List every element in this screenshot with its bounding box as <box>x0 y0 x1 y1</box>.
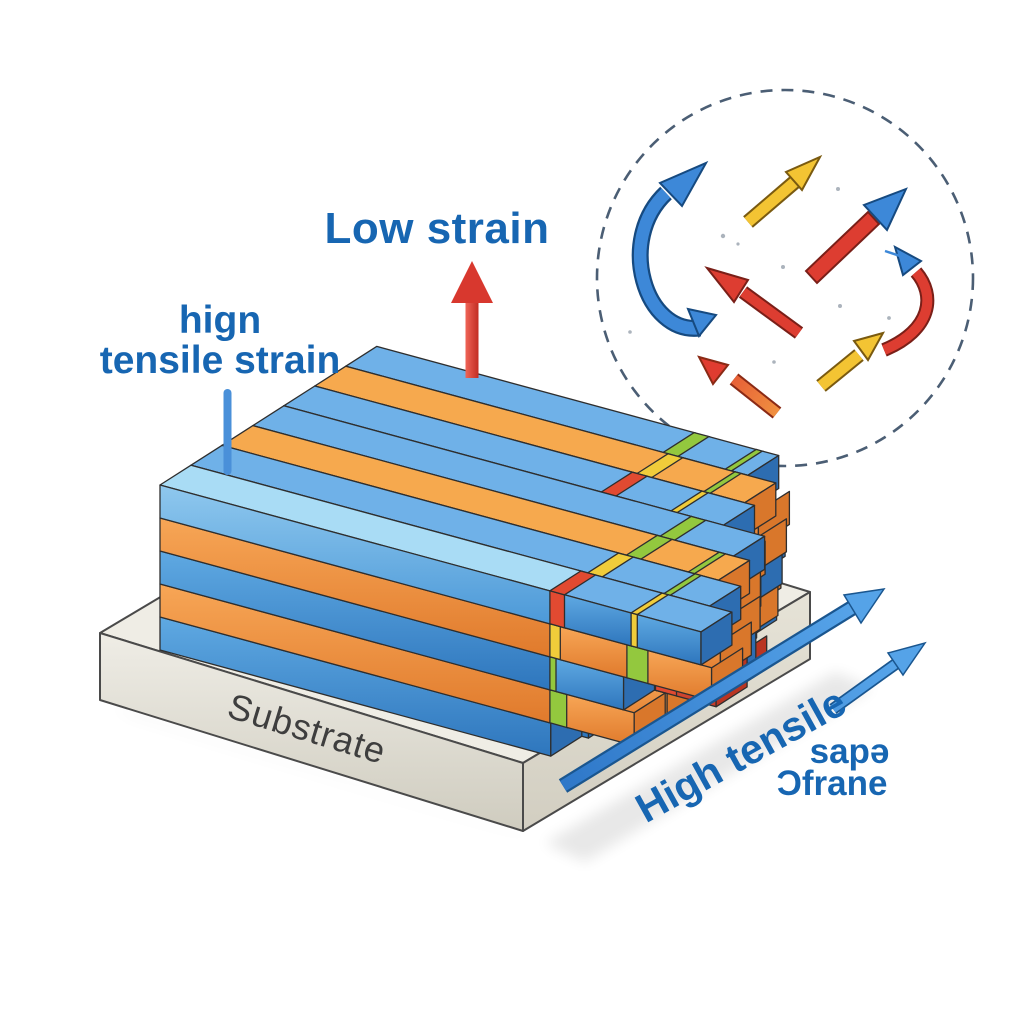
speck-dots <box>628 187 891 364</box>
superlattice-stack <box>159 345 791 757</box>
red-arrow-up-left-icon <box>704 266 804 339</box>
tensile-strain-pointer-line <box>223 389 232 475</box>
foreground-annotations <box>223 261 927 793</box>
high-tensile-strain-label: hign tensile strain <box>60 301 380 381</box>
curved-red-arrow-blue-head-icon <box>881 244 935 357</box>
orange-red-arrow-icon <box>697 355 782 419</box>
high-tensile-arrow-long-icon <box>558 588 886 793</box>
yellow-arrow-small-icon <box>816 331 886 392</box>
strain-direction-circle <box>595 88 975 468</box>
red-arrow-blue-head-icon <box>804 187 908 285</box>
curved-blue-arrow-icon <box>631 160 718 338</box>
high-tensile-strain-line1: hign <box>178 299 262 342</box>
substrate-shadow <box>545 672 872 862</box>
garbled-text-1: sapǝ <box>809 732 890 771</box>
yellow-arrow-icon <box>743 154 823 228</box>
garbled-text-2: Ɔfrane <box>776 764 888 803</box>
low-strain-arrow-icon <box>451 261 493 378</box>
substrate-shadow-front <box>110 706 545 845</box>
high-tensile-arrow-short-icon <box>829 641 927 714</box>
high-tensile-strain-line2: tensile strain <box>99 339 341 382</box>
low-strain-label: Low strain <box>324 204 550 253</box>
